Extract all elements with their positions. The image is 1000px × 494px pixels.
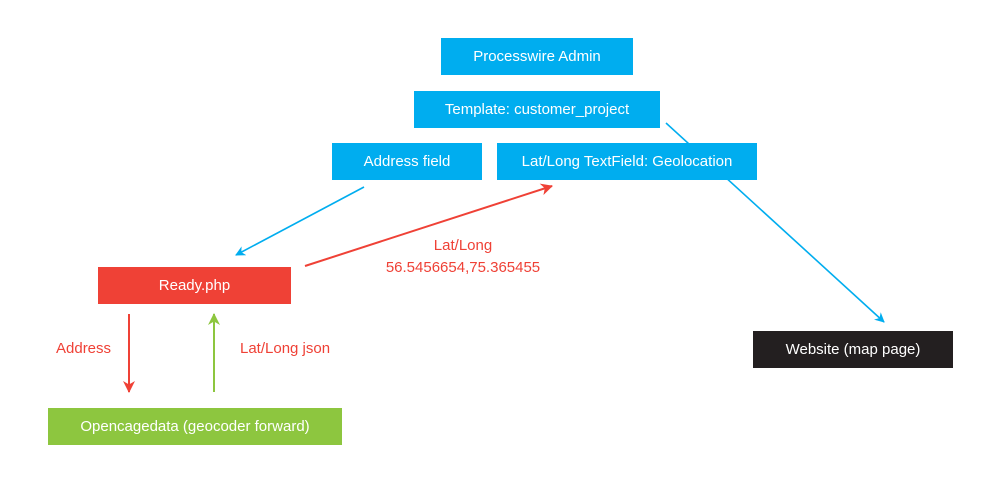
website-box: Website (map page) (753, 331, 953, 368)
website-label: Website (map page) (785, 341, 921, 358)
address-field-box: Address field (332, 143, 482, 180)
opencage-label: Opencagedata (geocoder forward) (80, 418, 310, 435)
arrow-address-field-to-ready (235, 186, 365, 256)
address-field-label: Address field (363, 153, 451, 170)
ready-php-label: Ready.php (158, 277, 231, 294)
latlong-json-edge-label: Lat/Long json (240, 340, 331, 357)
opencage-box: Opencagedata (geocoder forward) (48, 408, 342, 445)
template-box: Template: customer_project (414, 91, 660, 128)
arrow-ready-to-latlong-field (304, 183, 553, 267)
latlong-edge-value: 56.5456654,75.365455 (385, 259, 541, 276)
latlong-field-box: Lat/Long TextField: Geolocation (497, 143, 757, 180)
template-label: Template: customer_project (444, 101, 630, 118)
processwire-admin-box: Processwire Admin (441, 38, 633, 75)
latlong-edge-title: Lat/Long (433, 237, 493, 254)
latlong-field-label: Lat/Long TextField: Geolocation (521, 153, 733, 170)
processwire-admin-label: Processwire Admin (473, 48, 601, 65)
address-edge-label: Address (56, 340, 112, 357)
ready-php-box: Ready.php (98, 267, 291, 304)
